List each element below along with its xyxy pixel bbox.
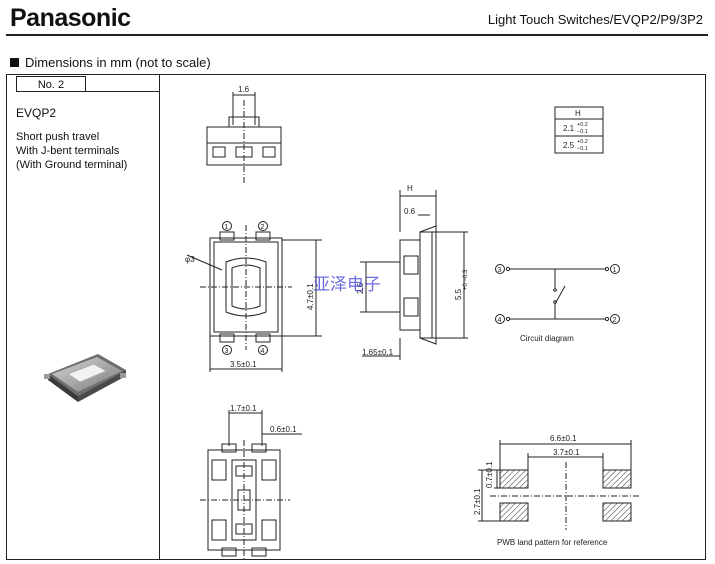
description-line: (With Ground terminal)	[16, 159, 128, 171]
dim-land-pad: 0.7±0.1	[485, 461, 494, 488]
h-table-header: H	[575, 109, 581, 118]
watermark: 亚泽电子	[313, 275, 381, 294]
svg-text:4: 4	[261, 348, 265, 355]
dim-front-width: 3.5±0.1	[230, 360, 257, 369]
description-line: Short push travel	[16, 131, 100, 143]
dim-land-height: 2.7±0.1	[473, 488, 482, 515]
square-bullet-icon	[10, 58, 19, 67]
dim-side-top: 0.6	[404, 207, 416, 216]
dim-land-total: 6.6±0.1	[550, 434, 577, 443]
svg-text:1: 1	[613, 267, 617, 274]
h-table: H 2.1 +0.2 −0.1 2.5 +0.2 −0.1	[554, 106, 604, 154]
dim-side-bottom: 1.65±0.1	[362, 348, 394, 357]
dim-side-h: H	[407, 184, 413, 193]
bottom-view: 1.7±0.1 0.6±0.1	[200, 404, 302, 559]
h-table-plus: +0.2	[577, 122, 588, 128]
circuit-diagram: 3 1 4 2 Circuit diagram	[495, 264, 620, 343]
svg-text:2: 2	[613, 317, 617, 324]
header-rule	[6, 34, 708, 36]
svg-text:3: 3	[225, 348, 229, 355]
product-number-box: No. 2	[16, 76, 86, 92]
dimension-drawings: 1.6 φ3 1 2 3 4 4.7±0.1 3.5±	[185, 85, 640, 559]
dim-front-height: 4.7±0.1	[306, 283, 315, 310]
dim-side-total: 5.5	[454, 288, 463, 300]
front-view: φ3 1 2 3 4 4.7±0.1 3.5±0.1	[185, 221, 322, 372]
h-table-base: 2.5	[563, 141, 575, 150]
document-title: Light Touch Switches/EVQP2/P9/3P2	[487, 12, 703, 27]
land-caption: PWB land pattern for reference	[497, 538, 608, 547]
top-view: 1.6	[206, 85, 282, 185]
product-model: EVQP2	[16, 106, 57, 120]
dim-top-width: 1.6	[238, 85, 250, 94]
svg-text:3: 3	[498, 267, 502, 274]
brand-logo: Panasonic	[10, 4, 131, 32]
land-pattern: 6.6±0.1 3.7±0.1 2.7±0.1 0.7±0.1 PWB land…	[473, 434, 640, 547]
section-heading-text: Dimensions in mm (not to scale)	[25, 55, 211, 70]
product-description: Short push travel With J-bent terminals …	[16, 130, 127, 172]
h-table-minus: −0.1	[577, 129, 588, 135]
dim-bottom-pad: 0.6±0.1	[270, 425, 297, 434]
svg-text:2: 2	[261, 224, 265, 231]
svg-text:1: 1	[225, 224, 229, 231]
circuit-caption: Circuit diagram	[520, 334, 574, 343]
dim-side-height: 2.6	[356, 282, 365, 294]
svg-text:4: 4	[498, 317, 502, 324]
frame-divider	[159, 74, 160, 560]
description-line: With J-bent terminals	[16, 145, 120, 157]
dim-front-dia: φ3	[185, 255, 195, 264]
h-table-minus: −0.1	[577, 146, 588, 152]
dim-bottom-pitch: 1.7±0.1	[230, 404, 257, 413]
product-number-rule	[86, 91, 159, 92]
h-table-base: 2.1	[563, 124, 575, 133]
dim-land-inner: 3.7±0.1	[553, 448, 580, 457]
drawing-frame	[6, 74, 706, 560]
side-view: H 0.6 5.5 +0 −0.3 2.6 1.65±0.1	[356, 184, 469, 360]
product-photo	[44, 354, 126, 402]
section-heading: Dimensions in mm (not to scale)	[10, 55, 211, 70]
dim-side-total-tol: +0 −0.3	[463, 269, 469, 290]
h-table-plus: +0.2	[577, 139, 588, 145]
